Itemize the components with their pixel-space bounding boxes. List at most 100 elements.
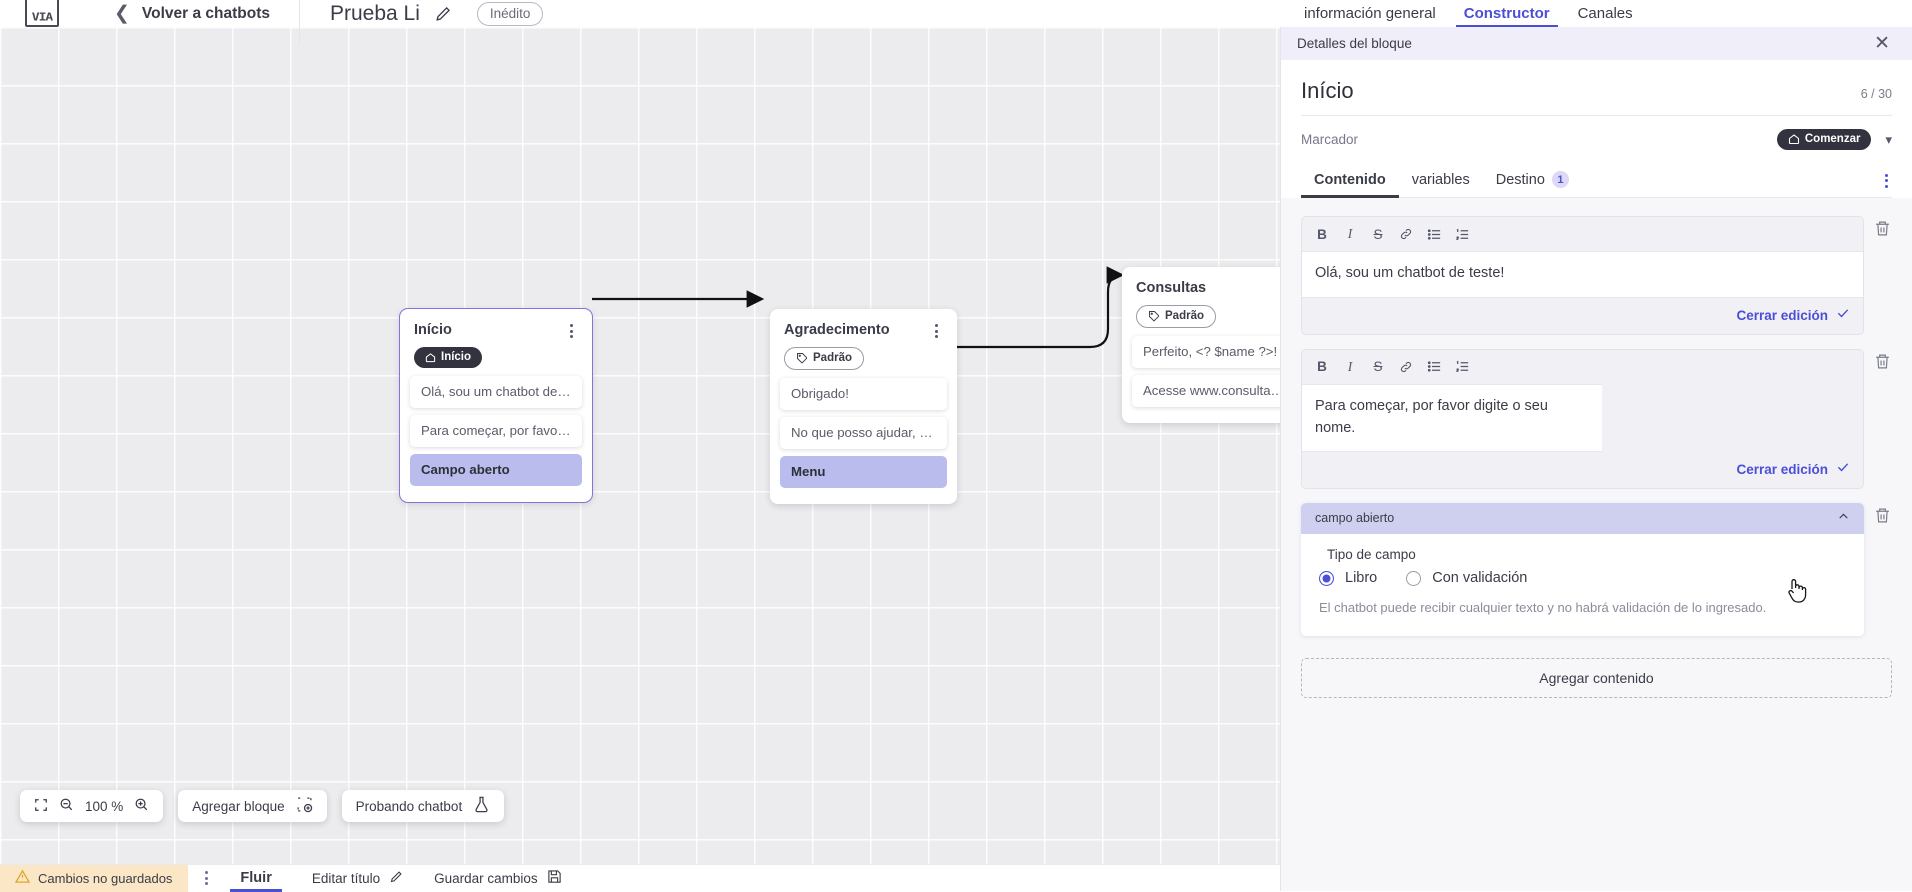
- panel-content-scroll[interactable]: B I S Olá, sou um chatbot de teste! Cer: [1281, 198, 1912, 891]
- node-item[interactable]: Acesse www.consultas.com par...: [1132, 375, 1299, 407]
- fit-screen-icon[interactable]: [34, 798, 48, 815]
- node-item[interactable]: No que posso ajudar, <? $name ...: [780, 417, 947, 449]
- char-count: 6 / 30: [1861, 87, 1892, 101]
- radio-libro[interactable]: [1319, 571, 1334, 586]
- node-item[interactable]: Olá, sou um chatbot de teste!: [410, 376, 582, 408]
- editor-text[interactable]: Olá, sou um chatbot de teste!: [1302, 251, 1863, 298]
- close-icon[interactable]: ✕: [1874, 34, 1890, 53]
- pencil-icon: [389, 869, 404, 887]
- node-item[interactable]: Obrigado!: [780, 378, 947, 410]
- statusbar-tab-fluir[interactable]: Fluir: [230, 865, 281, 892]
- editor-text[interactable]: Para começar, por favor digite o seu nom…: [1302, 384, 1602, 453]
- numbered-list-icon[interactable]: [1448, 355, 1476, 379]
- node-badge-row: Início: [400, 338, 592, 376]
- node-item[interactable]: Menu: [780, 456, 947, 488]
- strikethrough-icon[interactable]: S: [1364, 222, 1392, 246]
- node-item[interactable]: Campo aberto: [410, 454, 582, 486]
- unsaved-changes-banner: Cambios no guardados: [0, 865, 188, 892]
- save-changes-label: Guardar cambios: [434, 871, 538, 886]
- panel-body: Início 6 / 30 Marcador Comenzar ▾ Conten…: [1281, 60, 1912, 198]
- delete-open-field-icon[interactable]: [1874, 503, 1892, 529]
- radio-con-validacion-label[interactable]: Con validación: [1432, 570, 1527, 586]
- delete-content-icon[interactable]: [1874, 216, 1892, 242]
- check-icon[interactable]: [1836, 306, 1850, 325]
- link-icon[interactable]: [1392, 222, 1420, 246]
- panel-tab-label: Destino: [1496, 172, 1545, 188]
- node-badge-row: Padrão: [770, 338, 957, 378]
- bullet-list-icon[interactable]: [1420, 222, 1448, 246]
- add-block-button[interactable]: Agregar bloque: [178, 790, 326, 822]
- node-menu-icon[interactable]: [929, 322, 943, 338]
- bot-title: Prueba Li: [330, 2, 420, 26]
- save-icon: [547, 869, 562, 887]
- bold-icon[interactable]: B: [1308, 222, 1336, 246]
- close-edit-label[interactable]: Cerrar edición: [1736, 462, 1828, 477]
- radio-con-validacion[interactable]: [1406, 571, 1421, 586]
- tab-informacion-general[interactable]: información general: [1290, 5, 1450, 27]
- tag-icon: [1148, 310, 1160, 322]
- panel-tabs-menu-icon[interactable]: [1885, 174, 1892, 188]
- close-edit-label[interactable]: Cerrar edición: [1736, 308, 1828, 323]
- link-icon[interactable]: [1392, 355, 1420, 379]
- rich-text-editor[interactable]: B I S Olá, sou um chatbot de teste! Cer: [1301, 216, 1864, 335]
- canvas-toolbar: 100 % Agregar bloque Probando chatbot: [20, 790, 504, 822]
- bullet-list-icon[interactable]: [1420, 355, 1448, 379]
- strikethrough-icon[interactable]: S: [1364, 355, 1392, 379]
- open-field-row: campo abierto Tipo de campo Libro Con va…: [1301, 503, 1892, 636]
- open-field-card: campo abierto Tipo de campo Libro Con va…: [1301, 503, 1864, 636]
- panel-tab-label: Contenido: [1314, 172, 1386, 188]
- back-to-chatbots-link[interactable]: Volver a chatbots: [142, 5, 270, 23]
- bold-icon[interactable]: B: [1308, 355, 1336, 379]
- destino-count-badge: 1: [1552, 171, 1569, 188]
- check-icon[interactable]: [1836, 460, 1850, 479]
- panel-tab-destino[interactable]: Destino 1: [1483, 164, 1582, 197]
- flow-node-agradecimento[interactable]: Agradecimento Padrão Obrigado! No que po…: [770, 309, 957, 504]
- zoom-level-value: 100 %: [85, 799, 123, 814]
- warning-icon: [15, 869, 30, 887]
- editor-toolbar: B I S: [1302, 217, 1863, 251]
- flow-node-inicio[interactable]: Início Início Olá, sou um chatbot de tes…: [400, 309, 592, 502]
- open-field-header[interactable]: campo abierto: [1301, 503, 1864, 534]
- content-editor-row: B I S Olá, sou um chatbot de teste! Cer: [1301, 216, 1892, 335]
- open-field-body: Tipo de campo Libro Con validación El ch…: [1301, 534, 1864, 636]
- panel-tab-variables[interactable]: variables: [1399, 165, 1483, 197]
- marker-row: Marcador Comenzar ▾: [1301, 116, 1892, 164]
- italic-icon[interactable]: I: [1336, 355, 1364, 379]
- app-logo-icon[interactable]: VIA: [25, 0, 59, 27]
- zoom-out-icon[interactable]: [59, 797, 74, 815]
- node-title: Início: [414, 322, 564, 338]
- node-menu-icon[interactable]: [564, 322, 578, 338]
- chevron-down-icon[interactable]: ▾: [1885, 132, 1892, 148]
- back-chevron-icon[interactable]: ❮: [114, 4, 130, 23]
- italic-icon[interactable]: I: [1336, 222, 1364, 246]
- tab-canales[interactable]: Canales: [1564, 5, 1647, 27]
- node-item[interactable]: Perfeito, <? $name ?>!: [1132, 336, 1299, 368]
- block-title: Início: [1301, 78, 1861, 104]
- test-chatbot-button[interactable]: Probando chatbot: [342, 790, 505, 822]
- node-badge-label: Início: [441, 351, 471, 363]
- open-field-title: campo abierto: [1315, 511, 1837, 525]
- chevron-up-icon[interactable]: [1837, 510, 1850, 526]
- numbered-list-icon[interactable]: [1448, 222, 1476, 246]
- rich-text-editor[interactable]: B I S Para começar, por favor digite o s…: [1301, 349, 1864, 490]
- unsaved-changes-label: Cambios no guardados: [38, 871, 172, 886]
- edit-title-button[interactable]: Editar título: [312, 869, 404, 887]
- add-content-button[interactable]: Agregar contenido: [1301, 658, 1892, 698]
- delete-content-icon[interactable]: [1874, 349, 1892, 375]
- block-title-row: Início 6 / 30: [1301, 60, 1892, 115]
- zoom-in-icon[interactable]: [134, 797, 149, 815]
- test-chatbot-label: Probando chatbot: [356, 799, 463, 814]
- field-type-label: Tipo de campo: [1319, 547, 1846, 562]
- statusbar-menu-icon[interactable]: [205, 871, 208, 885]
- node-title: Agradecimento: [784, 322, 929, 338]
- flask-icon: [473, 796, 490, 816]
- node-badge-inicio: Início: [414, 347, 482, 368]
- home-icon: [425, 352, 436, 363]
- save-changes-button[interactable]: Guardar cambios: [434, 869, 562, 887]
- tab-constructor[interactable]: Constructor: [1450, 5, 1564, 27]
- node-item[interactable]: Para começar, por favor digite o ...: [410, 415, 582, 447]
- edit-title-pencil-icon[interactable]: [434, 4, 453, 23]
- radio-libro-label[interactable]: Libro: [1345, 570, 1377, 586]
- marker-value-badge[interactable]: Comenzar: [1777, 129, 1872, 150]
- panel-tab-contenido[interactable]: Contenido: [1301, 165, 1399, 197]
